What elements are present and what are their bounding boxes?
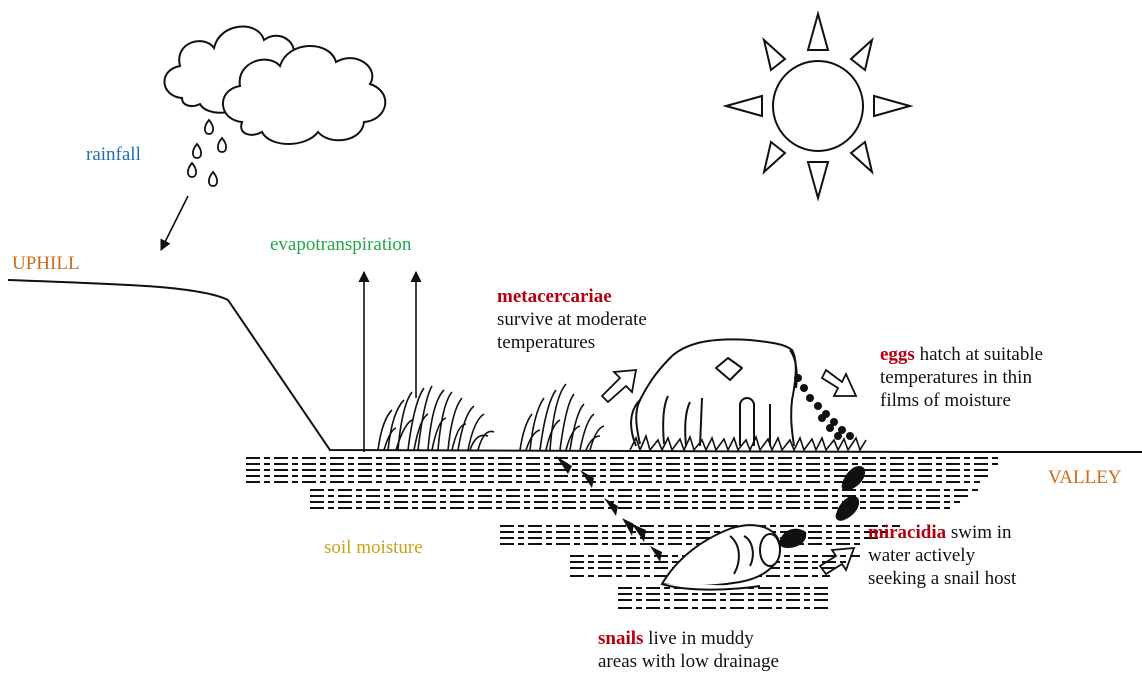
miracidia-line2: water actively [868, 545, 976, 566]
soil-moisture-label: soil moisture [324, 537, 423, 558]
raindrop-icon [186, 118, 228, 187]
grass-icon [377, 383, 867, 453]
miracidia-text: miracidia swim in water actively seeking… [868, 521, 1016, 590]
miracidia-line3: seeking a snail host [868, 568, 1017, 589]
metacercariae-line2: temperatures [497, 332, 596, 353]
snails-line2: areas with low drainage [598, 651, 779, 672]
lifecycle-arrows [600, 368, 858, 576]
metacercariae-text: metacercariae survive at moderate temper… [497, 285, 647, 354]
sun-icon [722, 10, 914, 202]
eggs-text: eggs hatch at suitable temperatures in t… [880, 343, 1043, 412]
eggs-dots [794, 374, 854, 440]
snail-icon [660, 524, 782, 591]
miracidia-line1: swim in [946, 522, 1012, 543]
rainfall-label: rainfall [86, 144, 141, 165]
miracidia-keyword: miracidia [868, 522, 947, 543]
eggs-line2: temperatures in thin [880, 367, 1032, 388]
snails-line1: live in muddy [643, 628, 754, 649]
evapotranspiration-label: evapotranspiration [270, 234, 412, 255]
metacercariae-line1: survive at moderate [497, 309, 647, 330]
cow-icon [630, 338, 798, 447]
cloud-icon [163, 25, 387, 145]
uphill-label: UPHILL [12, 253, 80, 274]
rainfall-arrow [160, 195, 189, 252]
metacercariae-keyword: metacercariae [497, 286, 612, 307]
terrain-profile [7, 279, 1142, 453]
eggs-line3: films of moisture [880, 390, 1011, 411]
snails-keyword: snails [598, 628, 644, 649]
snails-text: snails live in muddy areas with low drai… [598, 627, 779, 673]
eggs-keyword: eggs [880, 344, 915, 365]
eggs-line1: hatch at suitable [914, 344, 1044, 365]
valley-label: VALLEY [1048, 467, 1122, 488]
